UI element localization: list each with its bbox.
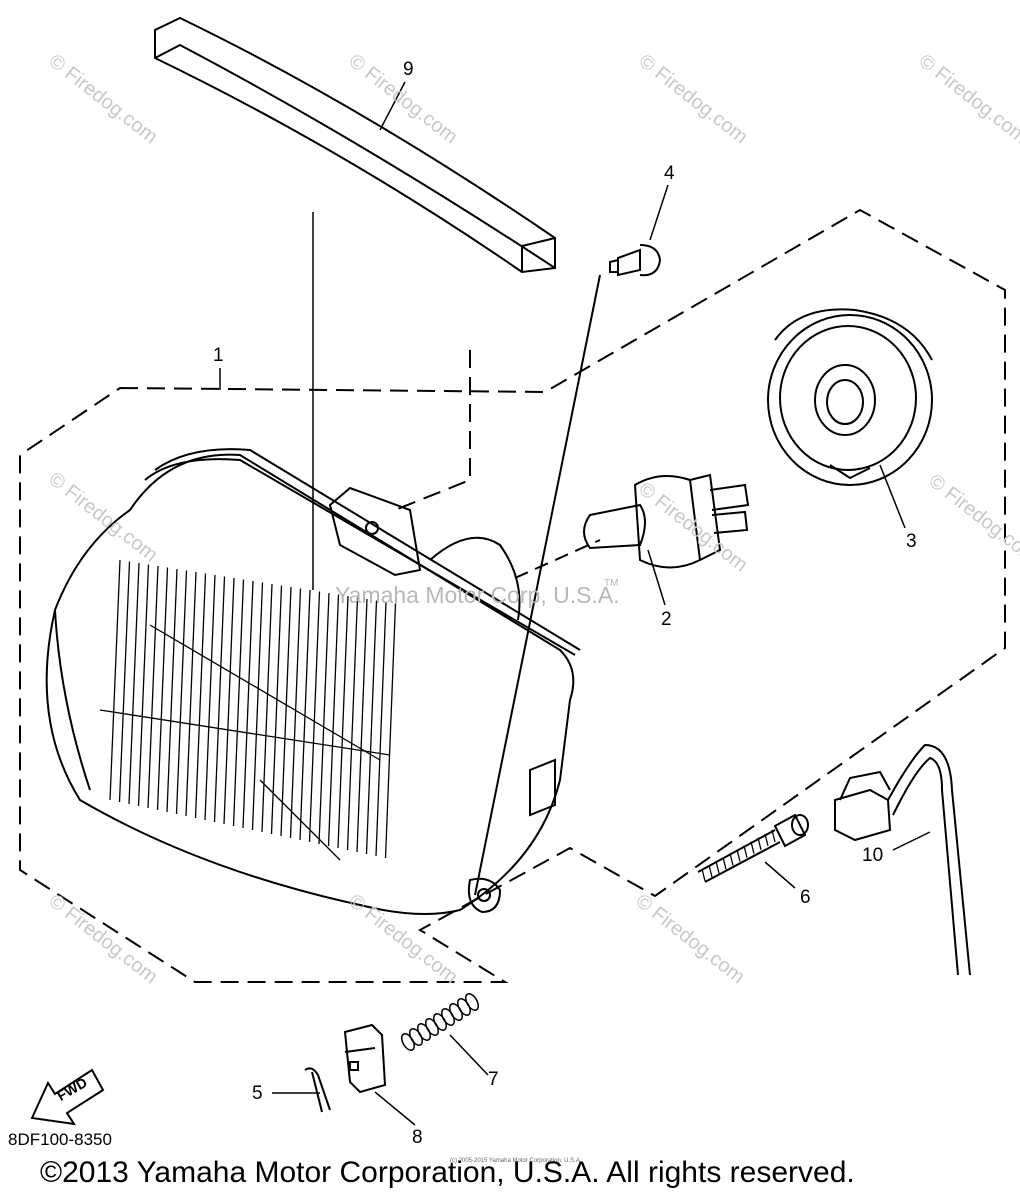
part-label-10: 10 bbox=[862, 845, 884, 866]
leader-6 bbox=[764, 861, 796, 889]
part-label-7: 7 bbox=[488, 1069, 499, 1090]
center-watermark: Yamaha Motor Corp, U.S.A. bbox=[335, 582, 620, 608]
fwd-arrow-icon bbox=[30, 1068, 105, 1126]
screw-6 bbox=[697, 813, 809, 883]
part-label-9: 9 bbox=[403, 59, 414, 80]
part-label-6: 6 bbox=[800, 887, 811, 908]
headlight-housing-1 bbox=[45, 448, 581, 915]
assembly-outline-inner bbox=[394, 350, 471, 511]
copyright-notice: ©2013 Yamaha Motor Corporation, U.S.A. A… bbox=[40, 1156, 855, 1189]
bulb-leader-dashed bbox=[514, 539, 601, 579]
leader-4 bbox=[649, 184, 669, 241]
part-label-4: 4 bbox=[664, 163, 675, 184]
bulb-cover-3 bbox=[767, 308, 933, 486]
leader-8 bbox=[374, 1091, 416, 1126]
trim-strip-9 bbox=[154, 16, 556, 274]
screw-threads bbox=[701, 829, 776, 882]
pin-5 bbox=[304, 1067, 331, 1113]
clip-nut-8 bbox=[343, 1023, 387, 1094]
leader-7 bbox=[449, 1034, 489, 1076]
part-label-1: 1 bbox=[213, 345, 224, 366]
spring-7 bbox=[401, 993, 479, 1051]
fine-print: (c) 2005-2015 Yamaha Motor Corporation, … bbox=[450, 1158, 582, 1164]
lens-grid bbox=[99, 559, 397, 861]
assembly-outline bbox=[19, 208, 1006, 983]
part-label-2: 2 bbox=[661, 609, 672, 630]
bolt-4 bbox=[609, 244, 662, 277]
connector-10 bbox=[834, 743, 971, 976]
leader-2 bbox=[647, 549, 666, 606]
leader-3 bbox=[879, 464, 906, 529]
leader-10 bbox=[892, 831, 931, 851]
clip-leader-dashed bbox=[474, 274, 601, 896]
leader-9 bbox=[379, 81, 406, 131]
part-label-5: 5 bbox=[252, 1083, 263, 1104]
catalog-code: 8DF100-8350 bbox=[8, 1130, 112, 1149]
trademark-mark: TM bbox=[604, 578, 619, 589]
part-label-8: 8 bbox=[412, 1127, 423, 1148]
part-label-3: 3 bbox=[906, 531, 917, 552]
bulb-2 bbox=[583, 473, 750, 569]
